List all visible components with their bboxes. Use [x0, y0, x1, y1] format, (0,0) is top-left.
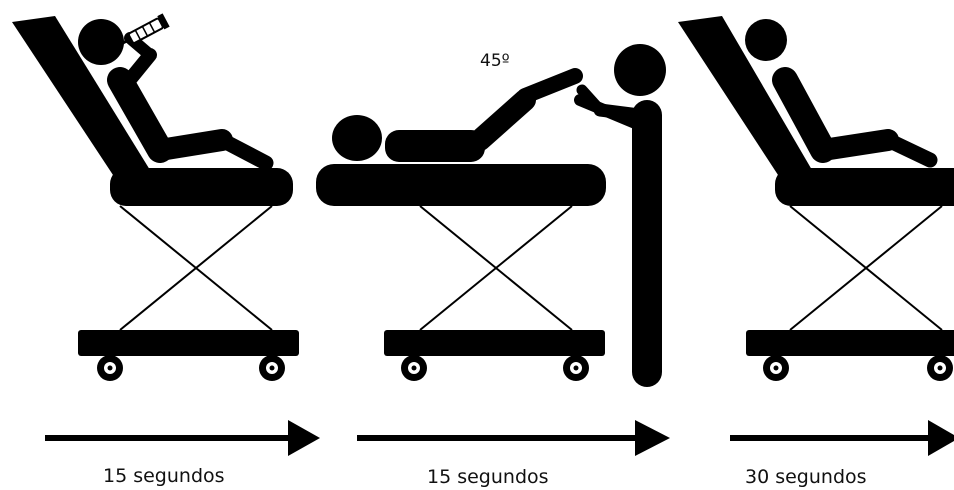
stretcher-3	[678, 16, 954, 381]
torso	[772, 67, 836, 163]
scissor-legs	[419, 205, 573, 331]
panel-3-seated-patient	[678, 16, 954, 381]
lying-person	[332, 68, 583, 162]
head	[332, 115, 382, 161]
stretcher-base	[746, 330, 954, 356]
angle-label: 45º	[480, 51, 510, 71]
step-1-duration: 15 segundos	[103, 465, 225, 487]
seated-person-3	[745, 19, 938, 168]
stretcher-seat	[775, 168, 954, 206]
head	[78, 19, 124, 65]
arrow-icon	[45, 420, 320, 456]
stretcher-base	[384, 330, 605, 356]
stretcher-base	[78, 330, 299, 356]
stretcher-1	[12, 16, 299, 381]
thigh	[149, 129, 233, 161]
wheel-icon	[563, 355, 589, 381]
stretcher-mattress	[316, 164, 606, 206]
stretcher-seat	[110, 168, 293, 206]
wheel-icon	[97, 355, 123, 381]
scissor-legs	[119, 205, 273, 331]
standing-assistant	[574, 44, 666, 387]
wheel-icon	[401, 355, 427, 381]
hand	[576, 84, 606, 116]
arrow-icon	[357, 420, 670, 456]
wheel-icon	[763, 355, 789, 381]
seated-person-1	[78, 19, 274, 171]
head	[745, 19, 787, 61]
head	[614, 44, 666, 96]
arrow-icon	[730, 420, 954, 456]
thigh	[812, 129, 899, 161]
shin	[214, 132, 274, 171]
stretcher-2	[316, 164, 606, 381]
shin	[880, 132, 938, 168]
wheel-icon	[259, 355, 285, 381]
syringe-icon	[121, 13, 170, 45]
wheel-icon	[927, 355, 953, 381]
torso	[107, 67, 173, 163]
torso	[385, 130, 485, 162]
step-3-duration: 30 segundos	[745, 466, 867, 488]
scissor-legs	[789, 205, 943, 331]
stretcher-backrest	[12, 16, 150, 178]
panel-1-seated-patient	[12, 13, 299, 381]
stretcher-backrest	[678, 16, 812, 178]
panel-2-reclined-patient: 45º	[316, 44, 666, 387]
timeline-arrows	[45, 420, 954, 456]
raised-shin	[517, 68, 583, 104]
raised-thigh	[469, 89, 536, 151]
step-2-duration: 15 segundos	[427, 466, 549, 488]
